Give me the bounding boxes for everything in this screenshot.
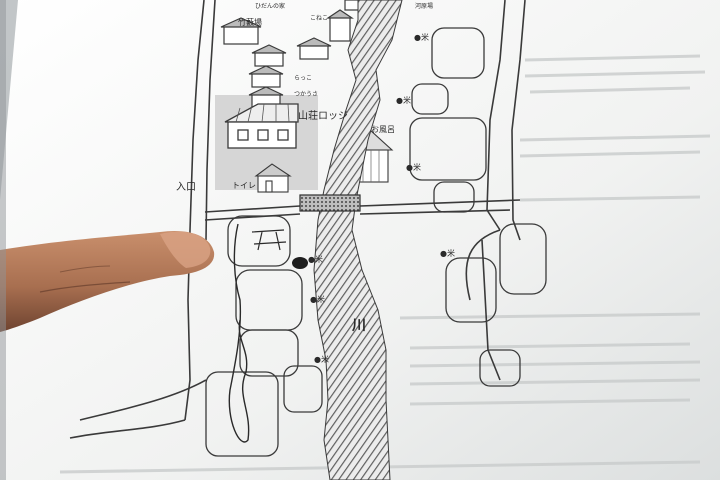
site-mark: ●米 [440,248,455,258]
road-lines [69,0,526,439]
label-toilet: トイレ [232,181,256,190]
site-mark: ●米 [414,32,429,42]
site-mark: ●米 [310,294,325,304]
bridge [299,194,361,212]
river [313,0,403,480]
label-bamboo: 竹藪場 [238,17,262,27]
label-bath: お風呂 [371,125,395,134]
label-top-left: ひだんの家 [255,2,285,10]
label-cabin-b: らっこ [294,75,312,82]
site-marks: ●米 ●米 ●米 ●米 ●米 ●米 ●米 [308,32,455,364]
toilet-building [254,163,292,193]
pen-scribble [228,223,250,443]
label-lodge: 山荘ロッジ [298,110,348,122]
label-top-right: 河原場 [415,2,433,10]
site-plots [205,27,547,457]
label-cabin-c: つかうさ [294,91,318,98]
label-river: 川 [351,318,366,334]
faint-text-block [59,54,711,474]
lodge-building [224,103,299,149]
label-cabin-a: こねこ [310,15,328,22]
site-mark: ●米 [396,95,411,105]
table-edge [0,0,6,480]
label-entrance: 入口 [176,182,196,193]
pen-mark-table [251,229,287,251]
ink-blot [292,257,308,269]
site-mark: ●米 [406,162,421,172]
site-mark: ●米 [308,254,323,264]
pointing-finger [0,230,215,332]
site-mark: ●米 [314,354,329,364]
